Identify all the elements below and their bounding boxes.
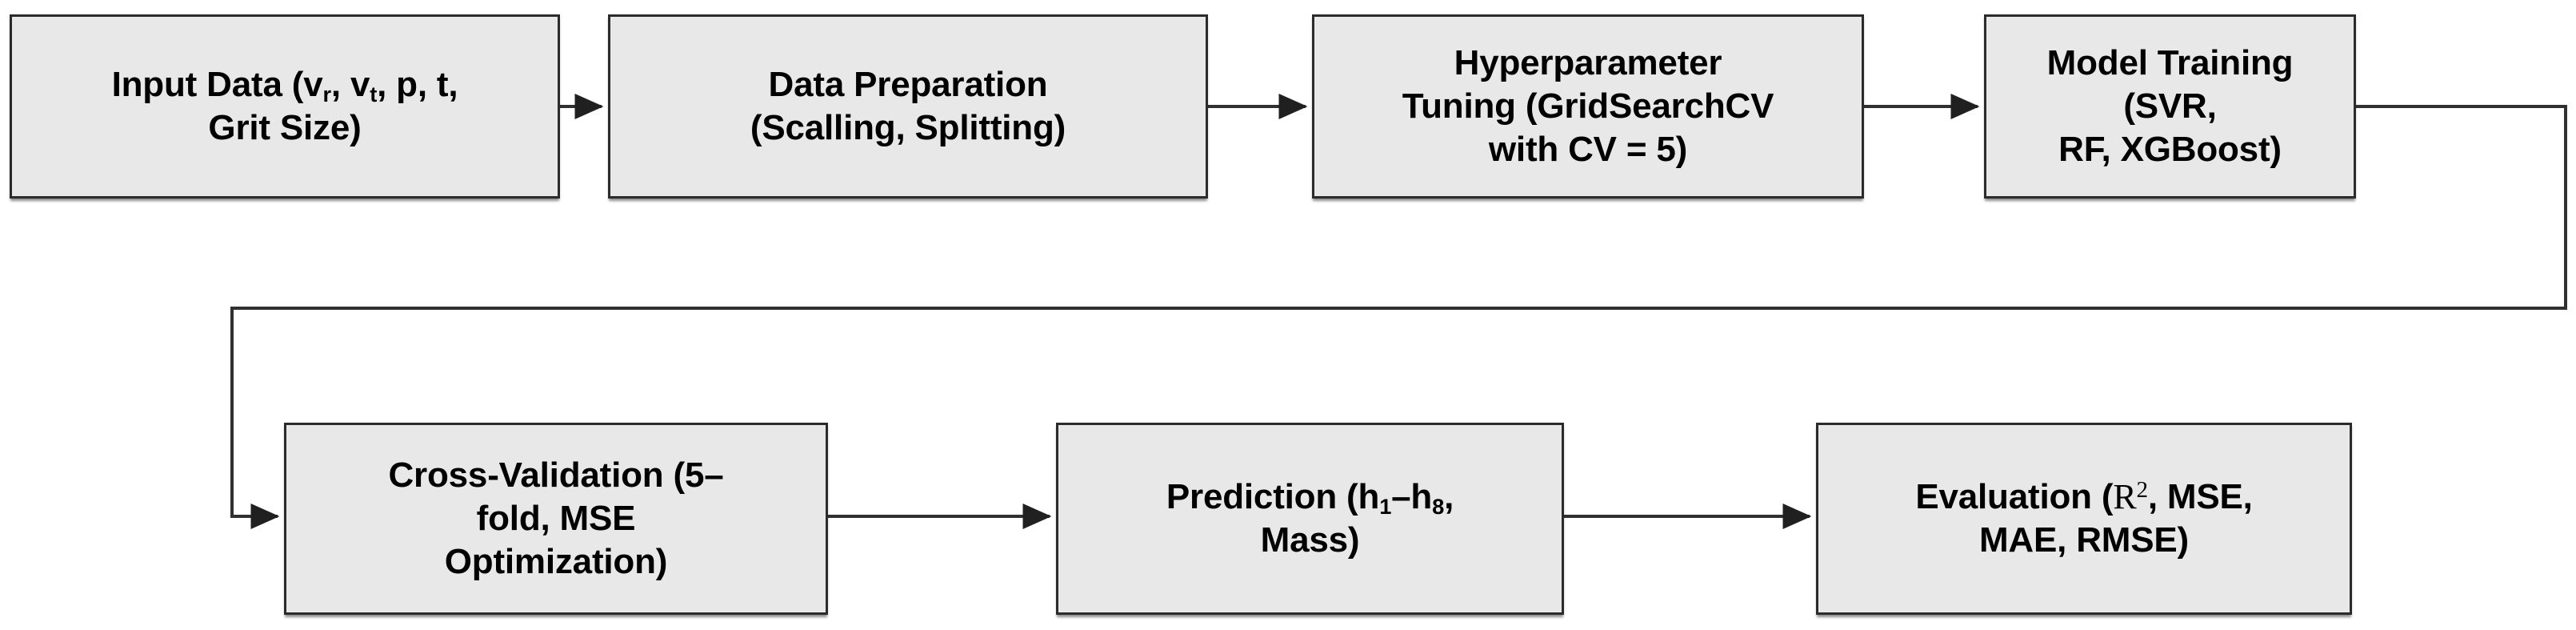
prediction-node[interactable]: Prediction (h1–h8,Mass) bbox=[1056, 423, 1564, 615]
data-preparation-label: Data Preparation(Scalling, Splitting) bbox=[750, 65, 1066, 147]
prediction-label: Prediction (h1–h8,Mass) bbox=[1166, 477, 1454, 560]
input-data-node[interactable]: Input Data (vr, vt, p, t,Grit Size) bbox=[10, 14, 560, 199]
data-preparation-node[interactable]: Data Preparation(Scalling, Splitting) bbox=[608, 14, 1208, 199]
evaluation-label: Evaluation (R2, MSE,MAE, RMSE) bbox=[1915, 477, 2253, 560]
model-training-label: Model Training (SVR,RF, XGBoost) bbox=[2046, 43, 2294, 169]
input-data-label: Input Data (vr, vt, p, t,Grit Size) bbox=[111, 65, 458, 147]
evaluation-node[interactable]: Evaluation (R2, MSE,MAE, RMSE) bbox=[1816, 423, 2352, 615]
model-training-node[interactable]: Model Training (SVR,RF, XGBoost) bbox=[1984, 14, 2356, 199]
